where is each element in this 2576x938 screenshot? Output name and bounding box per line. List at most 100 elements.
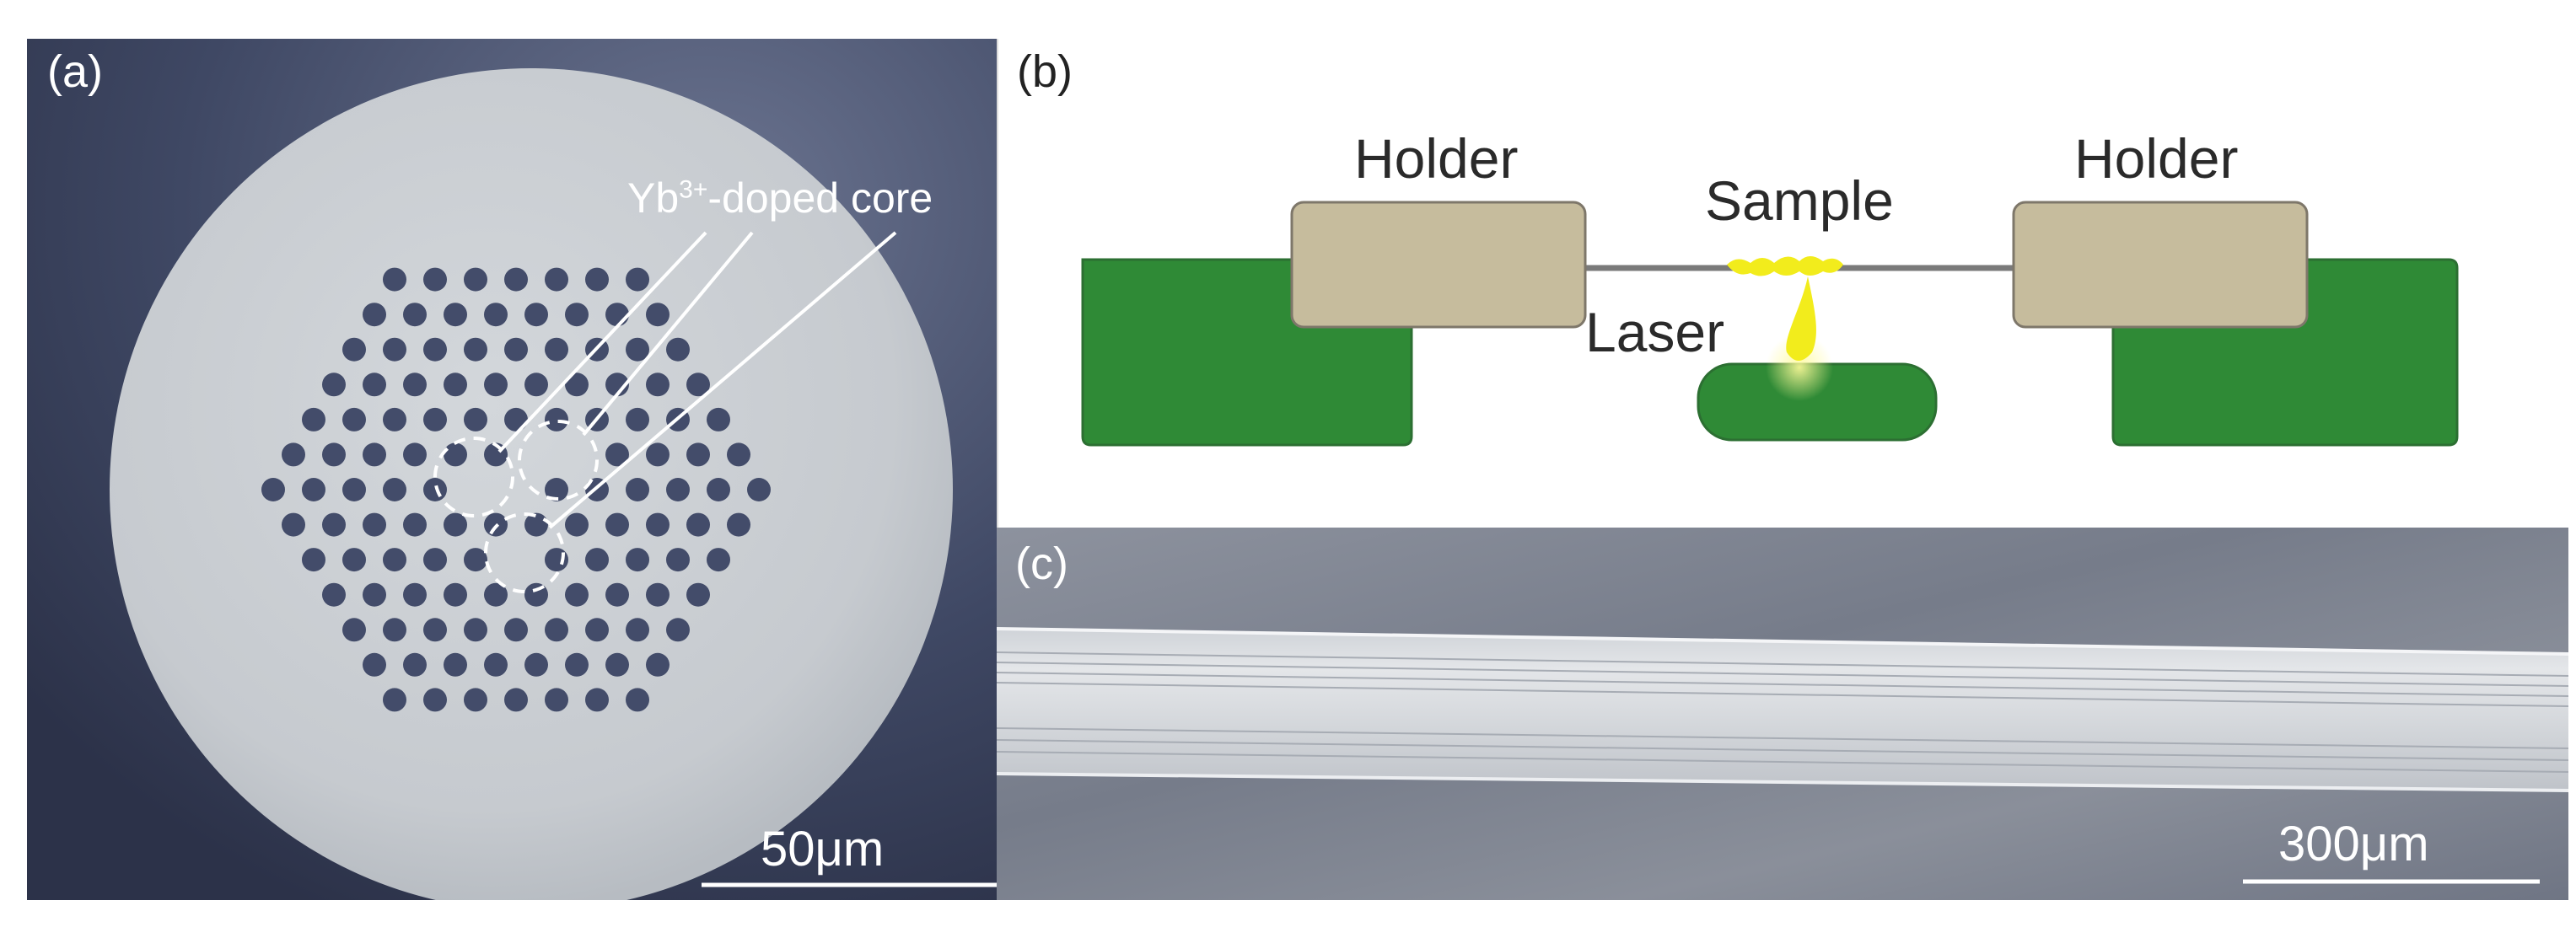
air-hole-icon: [605, 303, 629, 327]
air-hole-icon: [565, 652, 589, 677]
air-hole-icon: [707, 548, 730, 572]
air-hole-icon: [626, 548, 649, 572]
sample-icon: [1727, 256, 1843, 276]
core-dashed-circle-icon: [433, 437, 514, 517]
air-hole-icon: [545, 618, 568, 642]
air-hole-icon: [322, 442, 346, 467]
air-hole-icon: [302, 407, 325, 431]
air-hole-icon: [504, 407, 528, 431]
air-hole-icon: [545, 407, 568, 431]
fiber-bottom-edge: [997, 772, 2568, 792]
air-hole-icon: [524, 373, 548, 397]
air-hole-icon: [484, 582, 508, 607]
air-hole-icon: [342, 407, 366, 431]
fiber-cladding: [110, 68, 953, 900]
air-hole-icon: [707, 407, 730, 431]
air-hole-icon: [282, 442, 305, 467]
air-hole-icon: [403, 582, 427, 607]
air-hole-icon: [484, 373, 508, 397]
air-hole-icon: [444, 373, 467, 397]
right-holder-label: Holder: [2074, 127, 2239, 190]
air-hole-icon: [545, 337, 568, 362]
air-hole-icon: [585, 618, 609, 642]
leader-line: [582, 231, 754, 437]
air-hole-icon: [464, 548, 487, 572]
left-holder-icon: [1290, 201, 1587, 329]
left-holder-label: Holder: [1354, 127, 1519, 190]
air-hole-icon: [383, 337, 406, 362]
air-hole-icon: [464, 267, 487, 292]
air-hole-icon: [444, 442, 467, 467]
panel-c-label: (c): [1015, 539, 1068, 589]
air-hole-icon: [504, 267, 528, 292]
laser-glow: [1766, 334, 1833, 401]
air-hole-icon: [565, 303, 589, 327]
air-hole-icon: [524, 303, 548, 327]
laser-label: Laser: [1585, 301, 1725, 363]
air-hole-icon: [383, 618, 406, 642]
fiber-stripe: [997, 727, 2568, 749]
air-hole-icon: [686, 512, 710, 537]
air-hole-icon: [545, 548, 568, 572]
air-hole-icon: [605, 652, 629, 677]
core-annotation-superscript: 3+: [679, 175, 708, 204]
laser-beam-icon: [1786, 276, 1816, 361]
air-hole-icon: [342, 478, 366, 501]
sample-label: Sample: [1705, 169, 1894, 232]
air-hole-icon: [626, 688, 649, 712]
air-hole-icon: [565, 373, 589, 397]
air-hole-icon: [363, 442, 386, 467]
air-hole-icon: [403, 512, 427, 537]
air-hole-icon: [585, 267, 609, 292]
air-hole-icon: [423, 548, 447, 572]
air-hole-icon: [707, 478, 730, 501]
air-hole-icon: [585, 548, 609, 572]
panel-c-fiber-side-view: (c) 300μm: [997, 528, 2568, 900]
air-hole-icon: [545, 267, 568, 292]
air-hole-icon: [646, 512, 670, 537]
air-hole-icon: [565, 512, 589, 537]
air-hole-icon: [686, 582, 710, 607]
fiber-top-edge: [997, 627, 2568, 656]
air-hole-icon: [444, 512, 467, 537]
air-hole-icon: [626, 407, 649, 431]
air-hole-icon: [342, 337, 366, 362]
air-hole-icon: [605, 512, 629, 537]
panel-a-scale-label: 50μm: [761, 822, 885, 876]
air-hole-lattice: [261, 267, 771, 712]
air-hole-icon: [524, 652, 548, 677]
core-annotation-prefix: Yb: [627, 174, 680, 222]
air-hole-icon: [383, 548, 406, 572]
air-hole-icon: [464, 618, 487, 642]
right-holder-icon: [2012, 201, 2309, 329]
air-hole-icon: [504, 337, 528, 362]
air-hole-icon: [666, 548, 690, 572]
air-hole-icon: [666, 618, 690, 642]
air-hole-icon: [484, 652, 508, 677]
air-hole-icon: [363, 652, 386, 677]
air-hole-icon: [282, 512, 305, 537]
fiber-stripe: [997, 651, 2568, 677]
air-hole-icon: [686, 442, 710, 467]
air-hole-icon: [545, 478, 568, 501]
fiber-cross-section-image: [27, 39, 997, 900]
air-hole-icon: [444, 652, 467, 677]
air-hole-icon: [444, 303, 467, 327]
air-hole-icon: [626, 618, 649, 642]
air-hole-icon: [363, 373, 386, 397]
core-annotation: Yb3+-doped core: [627, 174, 933, 222]
air-hole-icon: [504, 688, 528, 712]
panel-a-fiber-cross-section: (a) Yb3+-doped core 50μm: [27, 39, 997, 900]
air-hole-icon: [383, 478, 406, 501]
air-hole-icon: [403, 303, 427, 327]
air-hole-icon: [585, 688, 609, 712]
panel-b-label: (b): [1017, 46, 1073, 97]
annotation-leader-lines: [497, 231, 897, 529]
panel-b-setup-schematic: (b) Holder Holder Sample Laser: [997, 39, 2568, 528]
air-hole-icon: [464, 337, 487, 362]
air-hole-icon: [727, 442, 750, 467]
air-hole-icon: [565, 582, 589, 607]
leader-line: [497, 231, 707, 453]
air-hole-icon: [464, 688, 487, 712]
air-hole-icon: [322, 512, 346, 537]
